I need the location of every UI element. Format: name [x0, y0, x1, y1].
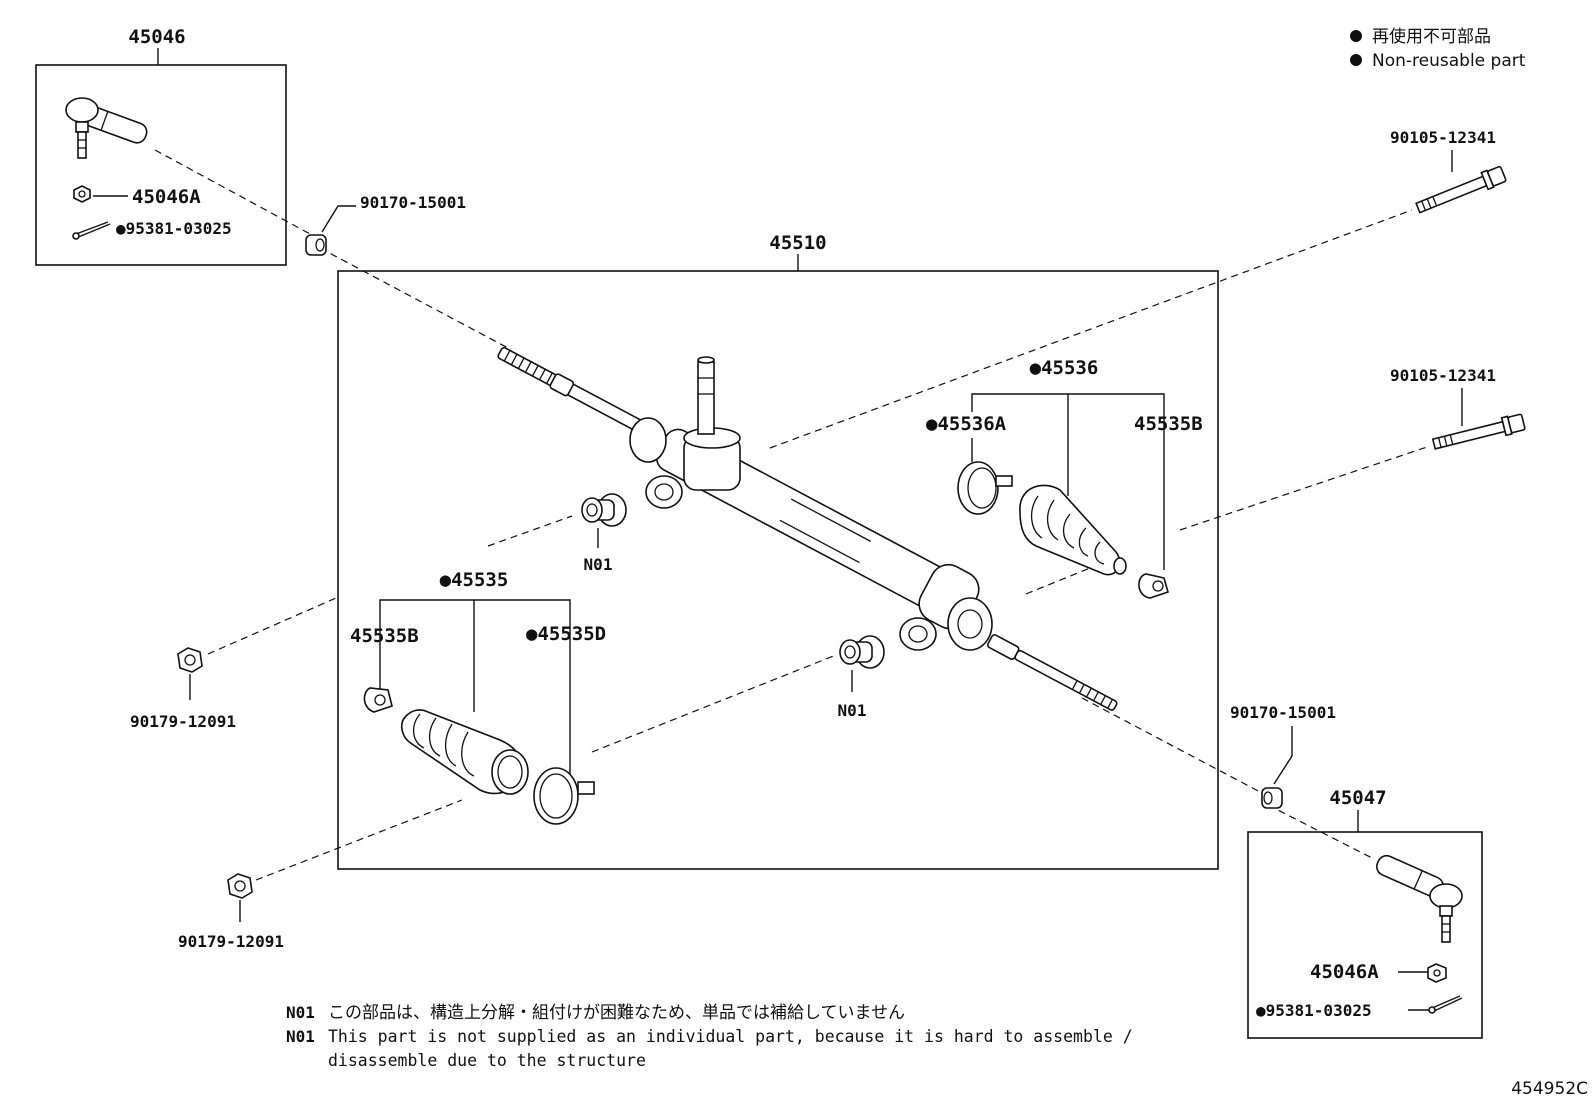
callout-45046A-rh[interactable]: 45046A — [1310, 961, 1379, 983]
nut-lower-2-icon — [227, 873, 253, 899]
callout-45046[interactable]: 45046 — [128, 26, 185, 48]
legend-dot-icon — [1350, 30, 1362, 42]
callout-90179-12091-1[interactable]: 90179-12091 — [130, 712, 236, 731]
nut-rh-icon — [1427, 963, 1447, 983]
tie-rod-end-lh-frame — [35, 64, 287, 266]
clip-lh-icon — [363, 687, 393, 713]
note-tag-en: N01 — [286, 1027, 315, 1046]
tie-rod-end-rh-frame — [1247, 831, 1483, 1039]
clamp-lh-icon — [533, 767, 595, 825]
callout-90105-12341-upper[interactable]: 90105-12341 — [1390, 128, 1496, 147]
note-text-en-line1: This part is not supplied as an individu… — [328, 1027, 1133, 1046]
rack-assembly-frame — [337, 270, 1219, 870]
boot-lh-icon — [400, 709, 529, 795]
tie-rod-end-lh-icon — [65, 97, 148, 159]
steering-rack-icon — [497, 346, 1118, 711]
legend-text-en: Non-reusable part — [1372, 51, 1526, 71]
bolt-upper-icon — [1415, 165, 1507, 214]
callout-45535D[interactable]: ●45535D — [526, 623, 606, 645]
bolt-mid-icon — [1431, 413, 1526, 450]
callout-45535B-rh[interactable]: 45535B — [1134, 413, 1203, 435]
note-text-en-line2: disassemble due to the structure — [328, 1051, 646, 1070]
bush-upper-icon — [305, 234, 327, 256]
callout-45047[interactable]: 45047 — [1329, 787, 1386, 809]
boot-rh-icon — [1019, 484, 1127, 576]
clip-rh-icon — [1138, 573, 1169, 599]
callout-45510[interactable]: 45510 — [769, 232, 826, 254]
note-tag-jp: N01 — [286, 1003, 315, 1022]
callout-N01-upper[interactable]: N01 — [584, 555, 613, 574]
callout-45535B-lh[interactable]: 45535B — [350, 625, 419, 647]
diagram-id: 454952C — [1511, 1079, 1588, 1099]
nut-lh-icon — [73, 185, 91, 203]
callout-45536A[interactable]: ●45536A — [926, 413, 1007, 435]
grommet-upper-icon — [581, 493, 627, 527]
clamp-rh-icon — [957, 461, 1013, 515]
callout-45535[interactable]: ●45535 — [440, 569, 509, 591]
callout-45536[interactable]: ●45536 — [1030, 357, 1099, 379]
callout-45046A-lh[interactable]: 45046A — [132, 186, 201, 208]
callout-95381-03025-rh[interactable]: ●95381-03025 — [1256, 1001, 1372, 1020]
cotter-pin-lh-icon — [72, 221, 111, 240]
nut-lower-1-icon — [177, 647, 203, 673]
grommet-lower-icon — [839, 635, 885, 669]
callout-90179-12091-2[interactable]: 90179-12091 — [178, 932, 284, 951]
bush-lower-icon — [1261, 787, 1283, 809]
footnotes: N01 この部品は、構造上分解・組付けが困難なため、単品では補給していません N… — [286, 1003, 1133, 1070]
callout-N01-lower[interactable]: N01 — [838, 701, 867, 720]
tie-rod-end-rh-icon — [1376, 854, 1463, 943]
cotter-pin-rh-icon — [1428, 995, 1463, 1014]
legend: 再使用不可部品 Non-reusable part — [1350, 26, 1526, 71]
callout-90105-12341-mid[interactable]: 90105-12341 — [1390, 366, 1496, 385]
callout-95381-03025-lh[interactable]: ●95381-03025 — [116, 219, 232, 238]
note-text-jp: この部品は、構造上分解・組付けが困難なため、単品では補給していません — [328, 1003, 905, 1023]
callout-90170-15001-upper[interactable]: 90170-15001 — [360, 193, 466, 212]
legend-text-jp: 再使用不可部品 — [1372, 26, 1491, 47]
callout-90170-15001-lower[interactable]: 90170-15001 — [1230, 703, 1336, 722]
legend-dot-icon — [1350, 54, 1362, 66]
